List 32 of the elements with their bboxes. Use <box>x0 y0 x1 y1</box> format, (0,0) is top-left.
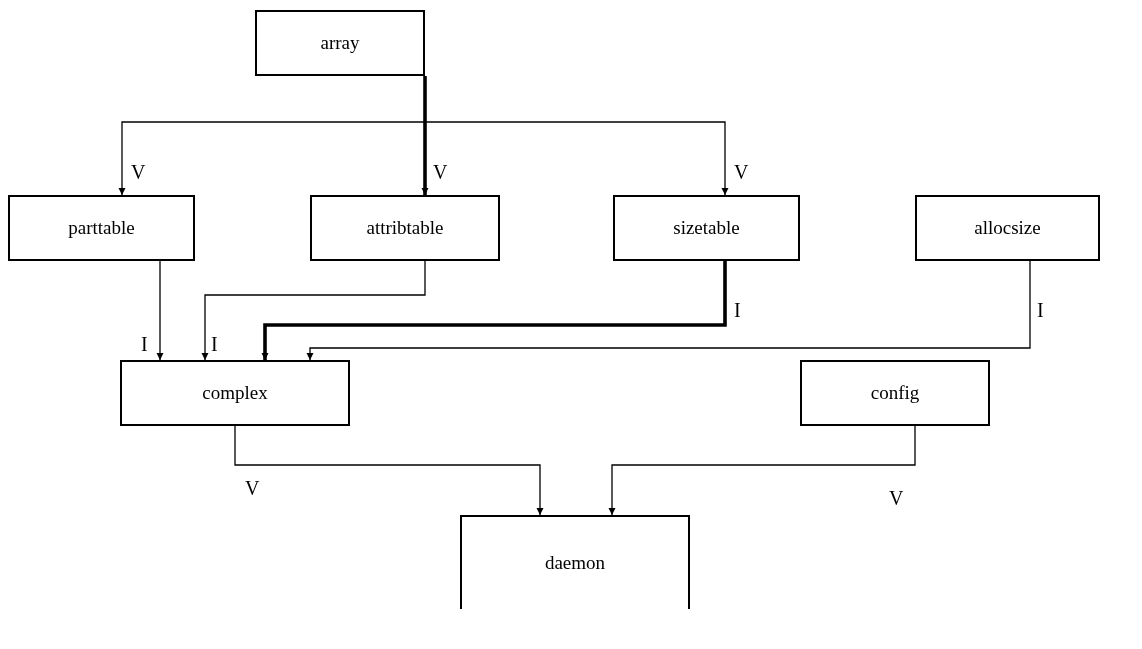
process-box <box>255 10 425 76</box>
process-box <box>613 195 800 261</box>
edge-label: V <box>733 162 750 182</box>
connector-arrow <box>234 425 544 516</box>
connector-arrow <box>608 425 916 516</box>
edge-label: V <box>130 162 147 182</box>
process-box <box>8 195 195 261</box>
edge-label: I <box>210 334 219 354</box>
connector-arrow <box>421 76 429 195</box>
node-label: config <box>870 382 920 404</box>
edge-label: I <box>140 334 149 354</box>
node-label: parttable <box>68 217 135 239</box>
connector-arrow <box>306 260 1031 361</box>
edge-label: V <box>244 478 261 498</box>
edge-label: I <box>1036 300 1045 320</box>
process-box <box>120 360 350 426</box>
node-label: array <box>320 32 360 54</box>
node-label: allocsize <box>974 217 1041 239</box>
process-box <box>310 195 500 261</box>
node-label: attribtable <box>366 217 444 239</box>
connector-arrow <box>261 261 727 360</box>
node-label: complex <box>202 382 268 404</box>
edge-label: I <box>733 300 742 320</box>
node-label: sizetable <box>673 217 740 239</box>
edge-label: V <box>432 162 449 182</box>
node-label: daemon <box>544 552 606 574</box>
process-box <box>800 360 990 426</box>
process-box <box>915 195 1100 261</box>
connector-arrow <box>201 260 426 361</box>
edge-label: V <box>888 488 905 508</box>
process-box <box>460 515 690 609</box>
connector-arrow <box>156 260 164 361</box>
